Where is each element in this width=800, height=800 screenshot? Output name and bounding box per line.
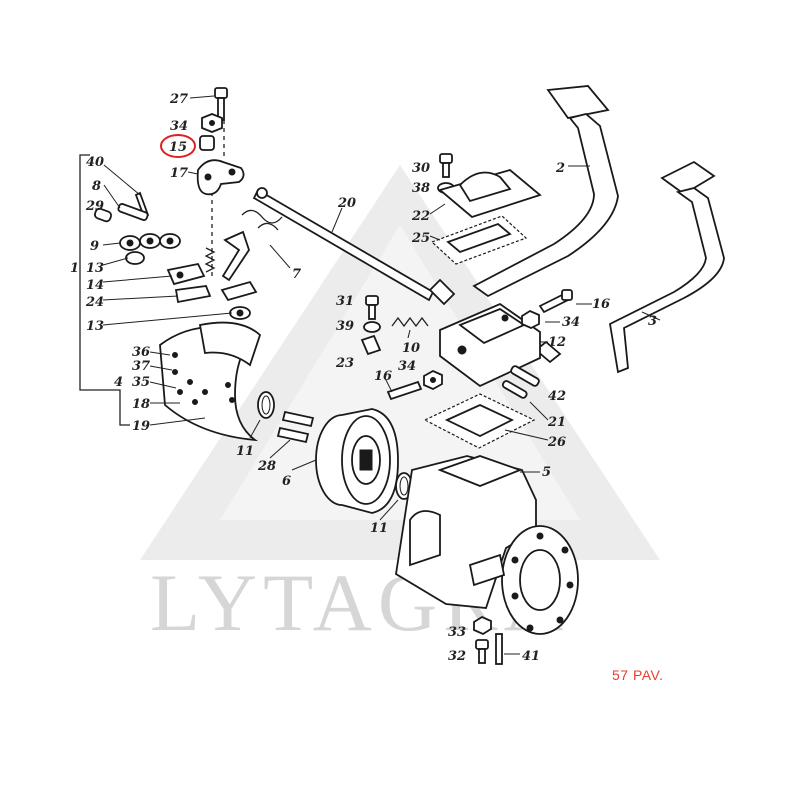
part-13-washer-lower bbox=[102, 306, 251, 326]
label-37: 37 bbox=[132, 359, 150, 374]
label-16-right: 16 bbox=[592, 297, 610, 312]
part-21-dowel bbox=[501, 380, 549, 421]
label-3: 3 bbox=[648, 314, 657, 329]
label-33: 33 bbox=[448, 625, 466, 640]
label-15: 15 bbox=[169, 140, 187, 155]
part-22-cover bbox=[429, 169, 542, 219]
label-14: 14 bbox=[86, 278, 104, 293]
label-11-right: 11 bbox=[370, 521, 388, 536]
label-12: 12 bbox=[548, 335, 566, 350]
label-22: 22 bbox=[411, 209, 430, 224]
label-26: 26 bbox=[547, 435, 566, 450]
part-23-clamp bbox=[360, 334, 382, 356]
label-35: 35 bbox=[132, 375, 150, 390]
part-34-nut-upper bbox=[201, 113, 223, 133]
label-23: 23 bbox=[335, 356, 354, 371]
label-19: 19 bbox=[132, 419, 150, 434]
label-36: 36 bbox=[132, 345, 150, 360]
part-41-stud bbox=[495, 633, 520, 665]
part-24-fork bbox=[102, 280, 258, 304]
label-39: 39 bbox=[336, 319, 354, 334]
part-26-gasket bbox=[423, 393, 549, 449]
part-11-snap-ring-left bbox=[249, 391, 275, 439]
label-27: 27 bbox=[169, 92, 188, 107]
label-42: 42 bbox=[548, 389, 566, 404]
part-34-nut-center bbox=[423, 369, 443, 391]
part-9-washers bbox=[102, 233, 181, 266]
label-38: 38 bbox=[412, 181, 430, 196]
figure-caption: 57 PAV. bbox=[612, 667, 664, 683]
label-24: 24 bbox=[85, 295, 104, 310]
label-4: 4 bbox=[114, 375, 123, 390]
label-5: 5 bbox=[542, 465, 551, 480]
highlight-circle bbox=[160, 134, 196, 158]
part-42-pin bbox=[510, 365, 540, 387]
label-16-center: 16 bbox=[374, 369, 392, 384]
label-30: 30 bbox=[412, 161, 430, 176]
part-31-bolt bbox=[365, 295, 379, 320]
part-2-pedal bbox=[428, 85, 619, 306]
part-17-lever bbox=[187, 159, 245, 196]
part-16-bolt-center bbox=[383, 375, 423, 401]
part-33-nut bbox=[473, 615, 492, 636]
label-2: 2 bbox=[555, 161, 565, 176]
label-28: 28 bbox=[257, 459, 276, 474]
label-40: 40 bbox=[86, 155, 104, 170]
part-6-drum bbox=[291, 408, 399, 514]
part-32-bolt bbox=[475, 639, 489, 664]
label-13-lower: 13 bbox=[86, 319, 104, 334]
label-34-upper: 34 bbox=[170, 119, 188, 134]
part-39-washer bbox=[363, 321, 381, 333]
part-4-brake-band bbox=[149, 321, 262, 442]
part-20-shaft bbox=[252, 187, 435, 302]
part-14-link bbox=[102, 262, 206, 286]
part-8-pin bbox=[103, 184, 149, 221]
label-34-right: 34 bbox=[562, 315, 580, 330]
part-29-bushing bbox=[93, 207, 113, 223]
label-7: 7 bbox=[292, 267, 301, 282]
label-18: 18 bbox=[132, 397, 150, 412]
label-34-center: 34 bbox=[398, 359, 416, 374]
part-27-bolt bbox=[189, 87, 228, 121]
label-1: 1 bbox=[70, 261, 79, 276]
label-8: 8 bbox=[92, 179, 101, 194]
label-10: 10 bbox=[402, 341, 420, 356]
part-16-bolt-right bbox=[538, 289, 592, 314]
label-25: 25 bbox=[411, 231, 430, 246]
part-5-brake-housing bbox=[395, 455, 579, 635]
part-spring-vertical bbox=[204, 247, 216, 273]
label-17: 17 bbox=[170, 166, 188, 181]
part-25-gasket bbox=[429, 215, 528, 265]
label-32: 32 bbox=[448, 649, 466, 664]
label-11-left: 11 bbox=[236, 444, 254, 459]
part-30-bolt bbox=[439, 153, 453, 178]
label-41: 41 bbox=[522, 649, 540, 664]
label-20: 20 bbox=[337, 196, 356, 211]
part-labels: 40 8 29 9 13 1 14 24 13 36 37 35 4 18 19… bbox=[70, 92, 657, 664]
part-28-keys bbox=[269, 410, 315, 459]
label-13-upper: 13 bbox=[86, 261, 104, 276]
part-15-bushing bbox=[199, 120, 225, 280]
part-7-springs bbox=[221, 209, 291, 282]
label-31: 31 bbox=[336, 294, 354, 309]
part-10-spring bbox=[391, 316, 429, 339]
part-3-pedal bbox=[534, 160, 725, 374]
label-9: 9 bbox=[90, 239, 99, 254]
group-bracket bbox=[79, 154, 130, 426]
label-29: 29 bbox=[85, 199, 104, 214]
label-21: 21 bbox=[547, 415, 566, 430]
label-6: 6 bbox=[282, 474, 291, 489]
part-34-nut-right bbox=[521, 309, 560, 329]
